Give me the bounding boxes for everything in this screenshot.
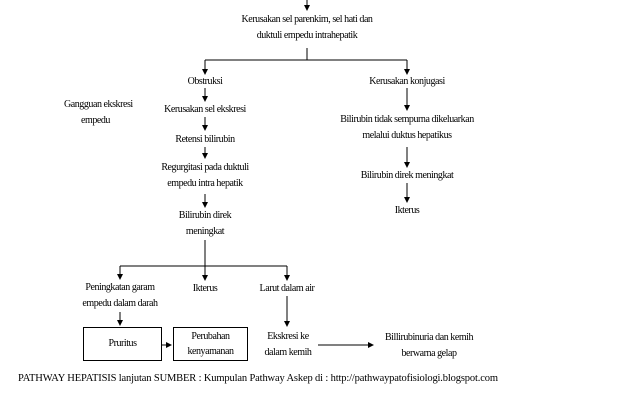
label-gangguan-line2: empedu bbox=[81, 114, 110, 126]
node-bilirubin-tidak-line1: Bilirubin tidak sempurna dikeluarkan bbox=[340, 114, 474, 125]
node-ikterus-bottom: Ikterus bbox=[192, 283, 218, 294]
node-bilirubin-tidak-line2: melalui duktus hepatikus bbox=[362, 129, 452, 141]
node-bilirubin-direk-right: Bilirubin direk meningkat bbox=[360, 170, 454, 181]
node-bilirubin-direk-left: Bilirubin direk meningkat bbox=[178, 208, 232, 239]
box-perubahan-line1: Perubahan bbox=[191, 330, 230, 342]
node-ekskresi-kemih: Ekskresi ke dalam kemih bbox=[265, 329, 312, 360]
label-gangguan-ekskresi: Gangguan ekskresi empedu bbox=[64, 97, 133, 128]
node-bilirubinuria-line2: berwarna gelap bbox=[401, 347, 457, 359]
box-pruritus: Pruritus bbox=[83, 327, 162, 361]
node-regurgitasi: Regurgitasi pada duktuli empedu intra he… bbox=[161, 160, 249, 191]
node-ekskresi-line1: Ekskresi ke bbox=[267, 331, 309, 342]
node-retensi-bilirubin: Retensi bilirubin bbox=[175, 134, 235, 145]
box-perubahan-kenyamanan: Perubahan kenyamanan bbox=[173, 327, 248, 361]
node-larut-dalam-air: Larut dalam air bbox=[259, 283, 315, 294]
node-kerusakan-sel-ekskresi: Kerusakan sel ekskresi bbox=[164, 104, 246, 115]
node-kerusakan-konjugasi: Kerusakan konjugasi bbox=[369, 76, 445, 87]
node-bilirubin-direk-left-line1: Bilirubin direk bbox=[178, 210, 232, 221]
node-ikterus-right: Ikterus bbox=[394, 205, 420, 216]
node-regurgitasi-line2: empedu intra hepatik bbox=[167, 177, 243, 189]
node-peningkatan-garam: Peningkatan garam empedu dalam darah bbox=[82, 280, 158, 311]
source-caption: PATHWAY HEPATISIS lanjutan SUMBER : Kump… bbox=[18, 373, 498, 384]
node-ekskresi-line2: dalam kemih bbox=[264, 346, 312, 358]
label-gangguan-line1: Gangguan ekskresi bbox=[64, 99, 133, 110]
node-kerusakan-parenkim: Kerusakan sel parenkim, sel hati dan duk… bbox=[242, 12, 373, 43]
box-pruritus-label: Pruritus bbox=[108, 338, 137, 350]
box-perubahan-line2: kenyamanan bbox=[187, 346, 234, 357]
node-obstruksi: Obstruksi bbox=[187, 76, 223, 87]
node-kerusakan-parenkim-line1: Kerusakan sel parenkim, sel hati dan bbox=[241, 14, 373, 25]
node-bilirubinuria: Billirubinuria dan kemih berwarna gelap bbox=[384, 330, 474, 361]
node-regurgitasi-line1: Regurgitasi pada duktuli bbox=[161, 162, 249, 173]
node-peningkatan-line1: Peningkatan garam bbox=[85, 282, 155, 293]
node-bilirubin-direk-left-line2: meningkat bbox=[185, 225, 225, 237]
box-perubahan-label: Perubahan kenyamanan bbox=[187, 329, 233, 360]
node-bilirubinuria-line1: Billirubinuria dan kemih bbox=[384, 332, 474, 343]
node-kerusakan-parenkim-line2: duktuli empedu intrahepatik bbox=[256, 29, 358, 41]
node-peningkatan-line2: empedu dalam darah bbox=[82, 297, 158, 309]
node-bilirubin-tidak-sempurna: Bilirubin tidak sempurna dikeluarkan mel… bbox=[340, 112, 474, 143]
